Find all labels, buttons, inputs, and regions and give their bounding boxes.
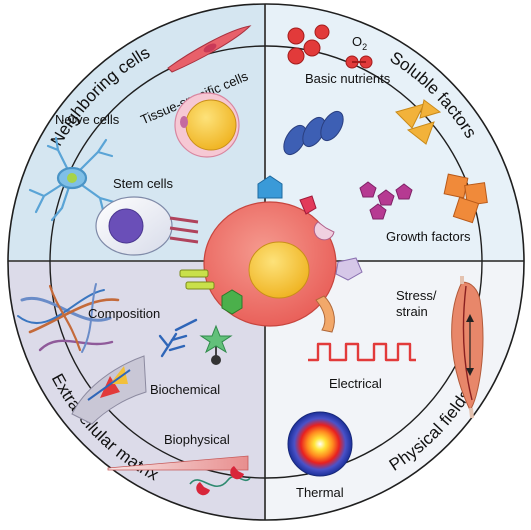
biophysical-particles-icon: [189, 466, 251, 496]
stress-strain-label-line1: Stress/: [396, 288, 437, 303]
stress-strain-label-line2: strain: [396, 304, 428, 319]
oxygen-label-main: O: [352, 34, 362, 49]
composition-fiber-network-icon: [17, 283, 120, 353]
electrical-wave-icon: [308, 342, 416, 362]
muscle-tissue-icon: [451, 276, 484, 419]
biochemical-tissue-icon: [71, 355, 147, 425]
stem-cells-label: Stem cells: [113, 176, 173, 191]
receptor-lilac-icon: [335, 257, 363, 281]
oxygen-molecule-icon: [345, 55, 373, 69]
outer-ring: [7, 3, 525, 521]
biochemical-receptor-icon: [158, 318, 233, 365]
blue-molecules-icon: [283, 110, 344, 156]
electrical-label: Electrical: [329, 376, 382, 391]
basic-nutrients-label: Basic nutrients: [305, 71, 391, 86]
oxygen-label: O2: [352, 34, 367, 52]
receptor-pacman-icon: [313, 221, 335, 241]
growth-factors-label: Growth factors: [386, 229, 471, 244]
receptor-red-icon: [299, 195, 317, 215]
biophysical-label: Biophysical: [164, 432, 230, 447]
stiffness-gradient-icon: [107, 455, 249, 471]
inner-ring: [49, 45, 483, 479]
tissue-cell-round-icon: [174, 92, 240, 158]
receptor-blue-pentagon-icon: [257, 175, 283, 199]
biochemical-label: Biochemical: [150, 382, 220, 397]
receptor-green-hexagon-icon: [221, 289, 243, 315]
triangle-factors-icon: [395, 99, 442, 145]
thermal-label: Thermal: [296, 485, 344, 500]
thermal-gradient-icon: [287, 411, 353, 477]
orange-square-factors-icon: [443, 173, 488, 224]
receptor-orange-hook-icon: [315, 295, 335, 333]
basic-nutrients-icon: [287, 24, 330, 65]
tissue-specific-cell-icon: [167, 25, 252, 73]
composition-label: Composition: [88, 306, 160, 321]
oxygen-label-subscript: 2: [362, 42, 367, 52]
purple-factors-icon: [359, 181, 413, 220]
nerve-cells-label: Nerve cells: [55, 112, 120, 127]
stem-cell-icon: [95, 196, 173, 256]
integrin-receptor-icon: [179, 269, 215, 290]
cell-junction-icon: [169, 216, 199, 244]
